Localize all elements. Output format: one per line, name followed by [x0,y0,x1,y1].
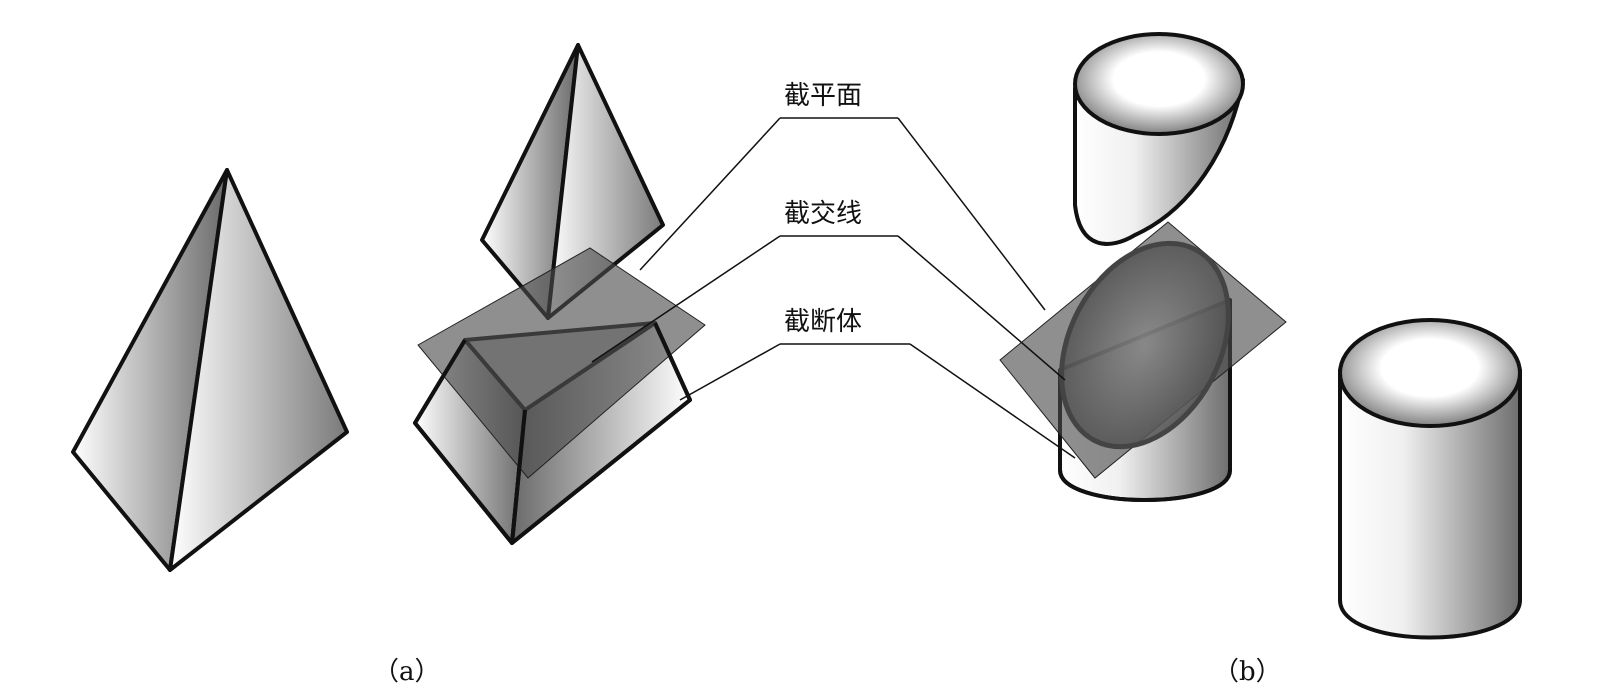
pyramid-top-part [480,43,665,320]
section-line-a [463,321,657,412]
cylinder-top-part [1073,32,1245,246]
leader-lines [591,117,1076,459]
caption-b: （b） [1213,657,1282,687]
cylinder-lower-edges [1058,380,1232,502]
leader-truncated-body-a [679,343,781,401]
truncated-body-a-edges [413,322,692,545]
pyramid-whole [71,168,349,572]
leader-section-plane-b [897,117,1046,311]
section-line-b [1059,240,1231,450]
cylinder-whole [1338,318,1522,640]
leader-truncated-body-b [909,343,1076,459]
leader-section-line-a [591,235,781,363]
label-truncated-body: 截断体 [784,307,862,337]
label-section-plane: 截平面 [784,81,862,111]
leader-section-line-b [897,235,1066,381]
caption-a: （a） [373,657,441,687]
leader-section-plane-a [639,117,781,271]
label-section-line: 截交线 [784,199,862,229]
